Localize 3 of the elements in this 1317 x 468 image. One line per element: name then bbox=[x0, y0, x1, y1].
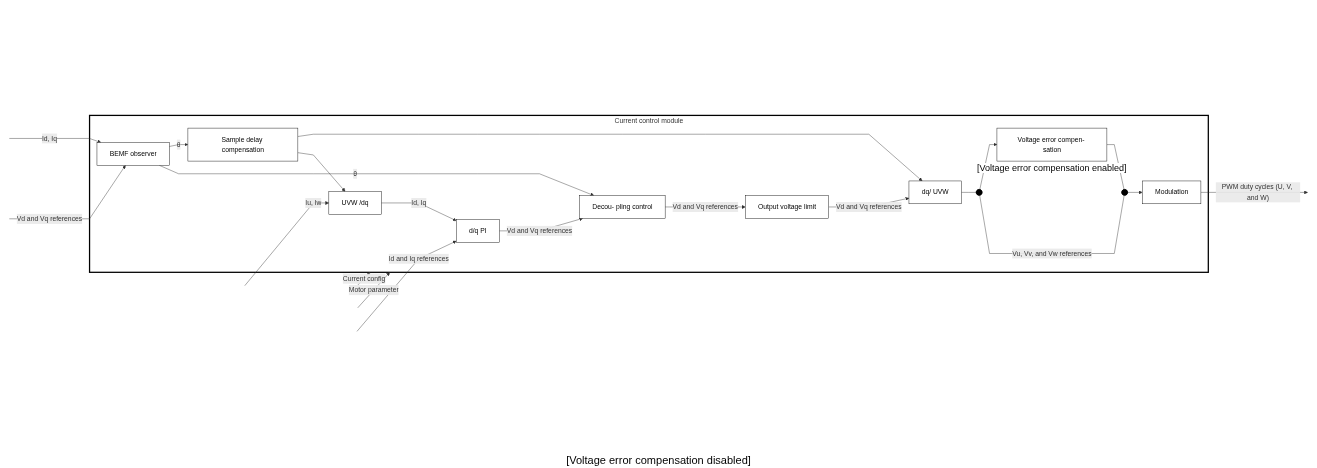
connector bbox=[961, 192, 977, 193]
note-text: [Voltage error compensation disabled] bbox=[566, 454, 751, 466]
node-note: [Voltage error compensation enabled] bbox=[976, 163, 1127, 174]
